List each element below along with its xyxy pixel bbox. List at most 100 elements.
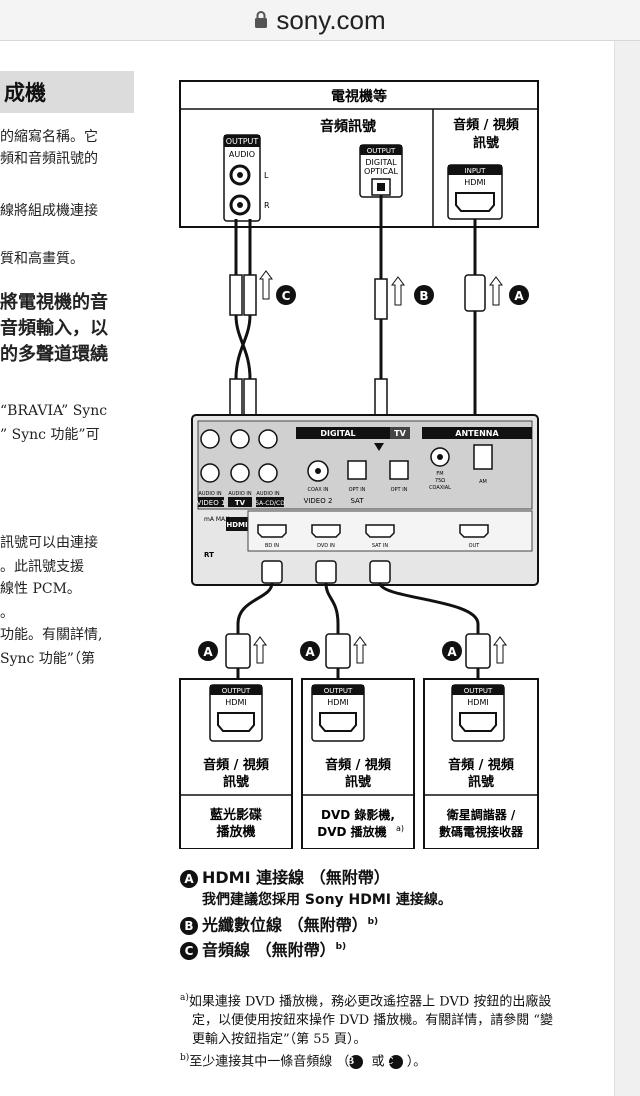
- label-c-icon: C: [180, 942, 198, 961]
- body-heading-line: 的多聲道環繞: [0, 344, 108, 365]
- label-b-icon: B: [180, 916, 198, 935]
- legend-c-text: 音頻線 （無附帶）: [202, 940, 336, 960]
- body-line: Sync 功能”（第: [0, 651, 95, 667]
- opt-in-label: OPT IN: [349, 487, 366, 493]
- am-label: AM: [479, 479, 487, 485]
- coaxial-label: COAXIAL: [429, 485, 451, 491]
- section-title: 成機: [0, 71, 134, 113]
- footnote-a-text: 如果連接 DVD 播放機，務必更改遙控器上 DVD 按鈕的出廠設定，以便使用按鈕…: [188, 994, 554, 1048]
- footnote-b-or: 或: [367, 1054, 389, 1070]
- digital-section-label: DIGITAL: [320, 429, 355, 438]
- url-domain: sony.com: [276, 4, 386, 35]
- device-av-label: 訊號: [345, 774, 371, 790]
- footnote-a: a)如果連接 DVD 播放機，務必更改遙控器上 DVD 按鈕的出廠設定，以便使用…: [180, 989, 560, 1049]
- footnote-b: b)至少連接其中一條音頻線 （B 或 C）。: [180, 1049, 560, 1071]
- lock-icon: [255, 11, 268, 28]
- ohm-label: 75Ω: [435, 478, 445, 484]
- connection-diagram: 電視機等 音頻訊號 音頻 / 視頻 訊號 OUTPUT AUDIO L R OU…: [179, 80, 539, 849]
- body-line: ” Sync 功能”可: [0, 427, 100, 443]
- body-heading-line: 將電視機的音: [0, 292, 108, 313]
- label-b-icon: B: [347, 1055, 364, 1070]
- footnotes: a)如果連接 DVD 播放機，務必更改遙控器上 DVD 按鈕的出廠設定，以便使用…: [180, 989, 560, 1072]
- legend-a-text: HDMI 連接線 （無附帶）: [202, 868, 390, 887]
- cable-label-a: A: [447, 645, 457, 659]
- audio-in-label: AUDIO IN: [198, 491, 221, 497]
- antenna-label: ANTENNA: [455, 429, 499, 438]
- device-name: DVD 播放機: [317, 824, 386, 839]
- label-a-icon: A: [180, 869, 198, 888]
- dvd-in-label: DVD IN: [317, 543, 335, 549]
- device-av-label: 訊號: [223, 774, 249, 790]
- body-line: 頻和音頻訊號的: [0, 151, 98, 167]
- bd-in-label: BD IN: [265, 543, 279, 549]
- footnote-b-text: 至少連接其中一條音頻線 （: [189, 1054, 350, 1070]
- device-name: DVD 錄影機,: [321, 807, 395, 822]
- tv-av-label: 音頻 / 視頻: [453, 117, 519, 133]
- footnote-a-mark: a): [180, 993, 189, 1003]
- audio-in-label: AUDIO IN: [228, 491, 251, 497]
- max-label: mA MAX: [204, 516, 229, 523]
- legend-b-text: 光纖數位線 （無附帶）: [202, 915, 368, 935]
- audio-in-label: AUDIO IN: [256, 491, 279, 497]
- address-bar[interactable]: sony.com: [0, 0, 640, 41]
- audio-tag: AUDIO: [229, 150, 255, 159]
- label-c-icon: C: [386, 1055, 403, 1070]
- sat-in-label: SAT IN: [372, 543, 388, 549]
- device-sat: OUTPUT HDMI 音頻 / 視頻 訊號 衛星調諧器 / 數碼電視接收器: [423, 678, 539, 849]
- tv-av-label: 訊號: [473, 135, 499, 151]
- body-line: 線性 PCM。: [0, 581, 81, 597]
- document-page: 成機 的縮寫名稱。它 頻和音頻訊號的 線將組成機連接 質和高畫質。 將電視機的音…: [0, 41, 614, 1096]
- device-dvd: OUTPUT HDMI 音頻 / 視頻 訊號 DVD 錄影機, DVD 播放機 …: [301, 678, 415, 849]
- body-line: 訊號可以由連接: [0, 535, 98, 551]
- device-name: 藍光影碟: [210, 807, 262, 823]
- sat-label: SAT: [350, 497, 364, 505]
- device-av-label: 音頻 / 視頻: [448, 757, 514, 773]
- output-tag: OUTPUT: [464, 687, 493, 695]
- digital-optical-label: OPTICAL: [364, 167, 398, 176]
- cable-label-a: A: [305, 645, 315, 659]
- tv-jack-label: TV: [235, 499, 246, 507]
- channel-l: L: [264, 171, 269, 180]
- body-line: 的縮寫名稱。它: [0, 129, 98, 145]
- device-bluray: OUTPUT HDMI 音頻 / 視頻 訊號 藍光影碟 播放機: [179, 678, 293, 849]
- cable-label-a: A: [514, 289, 524, 303]
- digital-optical-label: DIGITAL: [365, 158, 397, 167]
- body-heading-line: 音頻輸入，以: [0, 318, 108, 339]
- video2-label: VIDEO 2: [304, 497, 333, 505]
- hdmi-tag: HDMI: [327, 698, 348, 707]
- legend-c-sup: b): [335, 942, 347, 953]
- right-margin: [614, 41, 640, 1096]
- device-av-label: 訊號: [468, 774, 494, 790]
- body-line: 線將組成機連接: [0, 203, 98, 219]
- digital-tv-label: TV: [394, 429, 406, 438]
- footnote-b-mark: b): [180, 1053, 190, 1064]
- device-av-label: 音頻 / 視頻: [325, 757, 391, 773]
- rt-label: RT: [204, 551, 214, 559]
- device-name: 衛星調諧器 /: [446, 807, 516, 822]
- hdmi-out-label: OUT: [469, 543, 481, 549]
- channel-r: R: [264, 201, 270, 210]
- body-line: 質和高畫質。: [0, 251, 84, 267]
- output-tag: OUTPUT: [367, 147, 396, 155]
- opt-in-label: OPT IN: [391, 487, 408, 493]
- body-line: 。此訊號支援: [0, 559, 84, 575]
- device-footnote-mark: a): [396, 824, 404, 833]
- legend-a-sub: 我們建議您採用 Sony HDMI 連接線。: [202, 892, 452, 908]
- cable-label-a: A: [203, 645, 213, 659]
- device-name: 播放機: [216, 824, 255, 840]
- output-tag: OUTPUT: [324, 687, 353, 695]
- body-line: “BRAVIA” Sync: [0, 403, 108, 419]
- output-tag: OUTPUT: [226, 137, 259, 146]
- coax-in-label: COAX IN: [308, 487, 329, 493]
- footnote-b-end: ）。: [406, 1054, 427, 1070]
- body-line: 。: [0, 605, 14, 621]
- legend-b-sup: b): [367, 917, 379, 927]
- device-name: 數碼電視接收器: [439, 824, 524, 839]
- tv-audio-label: 音頻訊號: [320, 118, 376, 135]
- cable-label-c: C: [282, 289, 291, 303]
- hdmi-tag: HDMI: [225, 698, 246, 707]
